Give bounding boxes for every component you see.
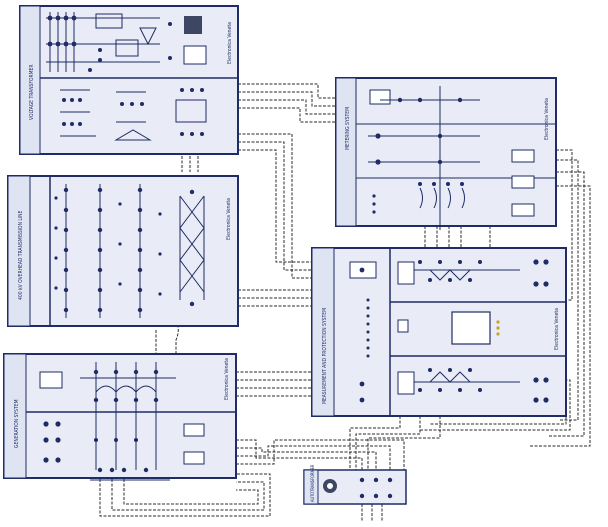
wire — [236, 439, 405, 470]
wire — [238, 141, 312, 271]
panel-autotransformer: AUTOTRANSFORMER — [303, 464, 407, 505]
wire — [367, 416, 441, 470]
panel-voltage-transformer: VOLTAGE TRANSFORMER Electronica Veneta — [19, 5, 239, 155]
wire — [238, 149, 312, 263]
panel-title: 400 kV OVERHEAD TRANSMISSION LINE — [18, 210, 24, 300]
panel-brand: Electronica Veneta — [227, 22, 233, 64]
panel-measurement-protection: MEASUREMENT AND PROTECTION SYSTEM Electr… — [311, 247, 567, 417]
wire — [556, 159, 579, 421]
wire — [236, 445, 391, 470]
panel-title: MEASUREMENT AND PROTECTION SYSTEM — [322, 308, 328, 404]
panel-title: VOLTAGE TRANSFORMER — [29, 64, 35, 120]
panel-title: AUTOTRANSFORMER — [310, 464, 315, 502]
panel-transmission-line: 400 kV OVERHEAD TRANSMISSION LINE Electr… — [7, 175, 239, 327]
panel-title: METERING SYSTEM — [345, 107, 351, 150]
wire — [111, 470, 265, 511]
wire — [238, 107, 340, 123]
wire — [530, 185, 591, 447]
wire — [99, 470, 271, 517]
wire — [548, 171, 585, 437]
wire — [238, 83, 340, 99]
wire — [349, 416, 401, 470]
wire — [238, 99, 340, 115]
panel-metering-system: METERING SYSTEM Electronica Veneta — [335, 77, 557, 230]
wire — [165, 317, 179, 358]
wire — [238, 133, 312, 279]
panel-brand: Electronica Veneta — [554, 308, 560, 350]
panel-title: GENERATION SYSTEM — [14, 399, 20, 448]
wire — [355, 416, 421, 470]
panel-brand: Electronica Veneta — [224, 358, 230, 400]
panel-generation-system: GENERATION SYSTEM Electronica Veneta — [3, 353, 237, 481]
panel-brand: Electronica Veneta — [544, 98, 550, 140]
wire — [123, 470, 259, 505]
wire — [236, 447, 377, 470]
wire — [238, 91, 340, 107]
panel-brand: Electronica Veneta — [226, 198, 232, 240]
wire — [236, 439, 363, 470]
